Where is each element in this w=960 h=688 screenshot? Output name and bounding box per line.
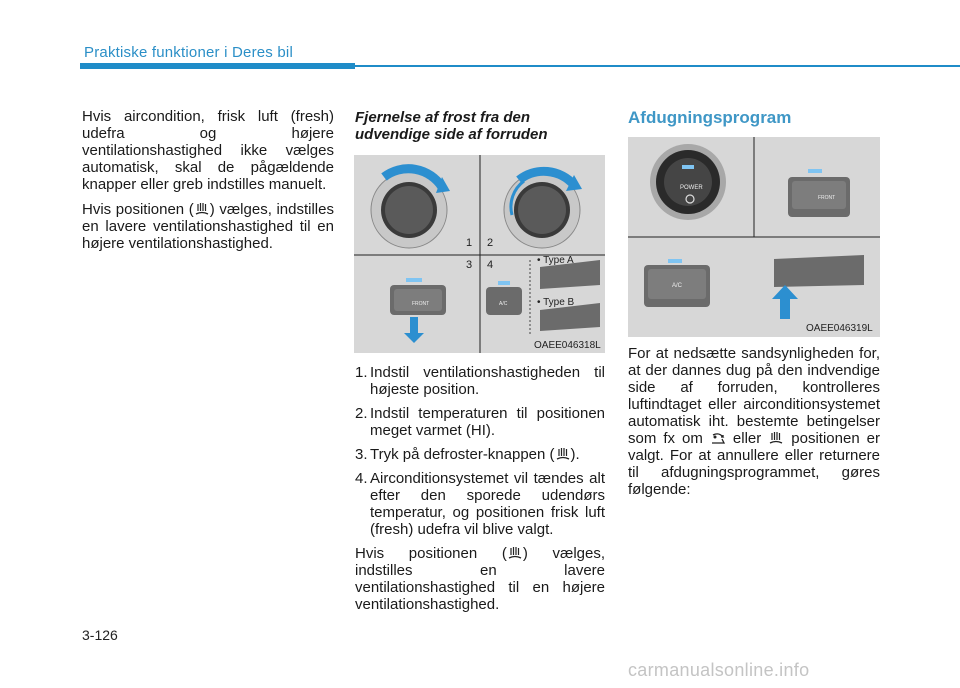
figure-frost-controls: FRONT A/C 1 2 3 4 • Type A • Type B OAEE… xyxy=(354,155,605,353)
defrost-icon xyxy=(556,448,569,460)
defrost-icon xyxy=(769,432,783,444)
recirculation-icon xyxy=(711,433,725,444)
fig2-power: POWER xyxy=(680,185,703,191)
steps-list: 1.Indstil ventilationshastigheden til hø… xyxy=(355,364,605,538)
step-item: 1.Indstil ventilationshastigheden til hø… xyxy=(355,364,605,398)
fig2-btn-ac: A/C xyxy=(672,283,683,289)
fig1-btn-ac: A/C xyxy=(499,301,508,307)
section-title-defog: Afdugningsprogram xyxy=(628,108,792,127)
paragraph-position: Hvis positionen () vælges, indstilles en… xyxy=(82,201,334,252)
fig1-label-4: 4 xyxy=(487,259,494,271)
fig1-label-3: 3 xyxy=(466,259,473,271)
fig1-type-b: • Type B xyxy=(537,297,575,308)
fig1-btn-front: FRONT xyxy=(412,301,429,307)
defrost-icon xyxy=(508,547,522,559)
fig1-code: OAEE046318L xyxy=(534,340,601,351)
fig1-label-2: 2 xyxy=(487,237,494,249)
frost-controls-illustration: FRONT A/C xyxy=(354,155,605,353)
header-bar xyxy=(80,63,355,69)
fig1-type-a: • Type A xyxy=(537,255,574,266)
fig1-label-1: 1 xyxy=(466,237,473,249)
header-title: Praktiske funktioner i Deres bil xyxy=(84,44,293,61)
step-item: 3.Tryk på defroster-knappen (). xyxy=(355,446,580,463)
figure-defog-controls: POWER FRONT A/C OAEE046319L xyxy=(628,137,880,337)
column-right: For at nedsætte sandsynligheden for, at … xyxy=(628,345,880,506)
defog-controls-illustration: POWER FRONT A/C xyxy=(628,137,880,337)
paragraph-defog: For at nedsætte sandsynligheden for, at … xyxy=(628,345,881,498)
column-middle: 1.Indstil ventilationshastigheden til hø… xyxy=(355,364,605,621)
fig2-btn-front: FRONT xyxy=(818,195,835,201)
watermark: carmanualsonline.info xyxy=(628,660,810,680)
defrost-icon xyxy=(195,203,209,215)
paragraph-manual: Hvis aircondition, frisk luft (fresh) ud… xyxy=(82,108,334,193)
column-left: Hvis aircondition, frisk luft (fresh) ud… xyxy=(82,108,334,260)
fig2-code: OAEE046319L xyxy=(806,323,873,334)
page-number: 3-126 xyxy=(82,627,118,643)
header-rule xyxy=(355,65,960,67)
paragraph-position-2: Hvis positionen () vælges, indstilles en… xyxy=(355,545,606,613)
section-title-frost: Fjernelse af frost fra den udvendige sid… xyxy=(355,109,548,143)
step-item: 2.Indstil temperaturen til positionen me… xyxy=(355,405,605,439)
step-item: 4.Airconditionsystemet vil tændes alt ef… xyxy=(355,470,605,538)
